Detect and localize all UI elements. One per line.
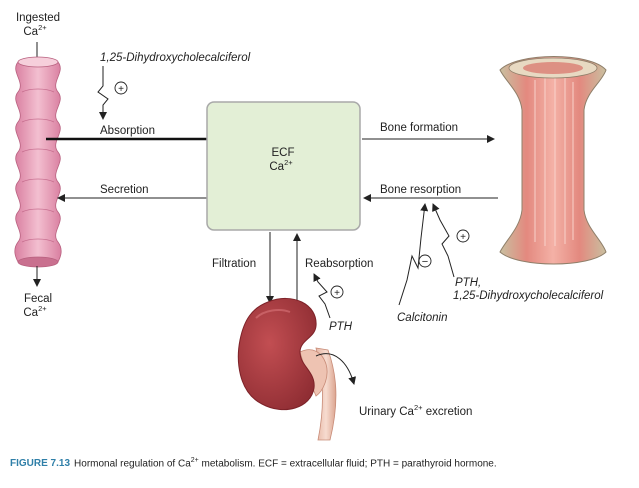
vitamin-d-label: 1,25-Dihydroxycholecalciferol — [100, 52, 251, 64]
ingested-ion-label: Ca2+ — [23, 23, 47, 38]
plus-icon: + — [456, 229, 470, 243]
pth-kidney-label: PTH — [329, 321, 353, 333]
ecf-label: ECF — [272, 147, 295, 159]
pth-kidney-line — [313, 273, 331, 319]
fecal-label: Fecal — [24, 293, 52, 305]
reabsorption-label: Reabsorption — [305, 258, 373, 270]
svg-text:−: − — [422, 256, 428, 268]
caption-charge: 2+ — [190, 457, 199, 464]
ingested-label: Ingested — [16, 12, 60, 24]
vitamin-d-bone-label: 1,25-Dihydroxycholecalciferol — [453, 290, 604, 302]
filtration-label: Filtration — [212, 258, 256, 270]
bone-shape — [499, 56, 607, 265]
svg-text:+: + — [334, 288, 340, 299]
plus-icon: + — [330, 285, 344, 299]
caption-text-a: Hormonal regulation of Ca — [74, 458, 191, 470]
intestine-shape — [14, 56, 62, 268]
svg-text:+: + — [460, 232, 466, 243]
figure-number: FIGURE 7.13 — [10, 458, 71, 470]
kidney-shape — [237, 297, 337, 441]
ecf-ion-label: Ca2+ — [269, 158, 293, 173]
fecal-ion-label: Ca2+ — [23, 304, 47, 319]
secretion-label: Secretion — [100, 184, 149, 196]
calcitonin-line — [398, 203, 429, 306]
caption-text-b: metabolism. ECF = extracellular fluid; P… — [198, 458, 497, 470]
pth-bone-line — [432, 203, 455, 278]
absorption-label: Absorption — [100, 125, 155, 137]
bone-formation-label: Bone formation — [380, 122, 458, 134]
plus-icon: + — [114, 81, 128, 95]
vitamin-d-stimulus-line — [97, 66, 109, 120]
minus-icon: − — [418, 254, 432, 268]
urinary-excretion-arrow — [315, 353, 357, 385]
bone-resorption-label: Bone resorption — [380, 184, 461, 196]
ecf-box — [206, 101, 361, 231]
calcitonin-label: Calcitonin — [397, 312, 448, 324]
urinary-excretion-label: Urinary Ca2+ excretion — [359, 403, 472, 418]
pth-bone-label: PTH, — [455, 277, 481, 289]
svg-text:+: + — [118, 84, 124, 95]
